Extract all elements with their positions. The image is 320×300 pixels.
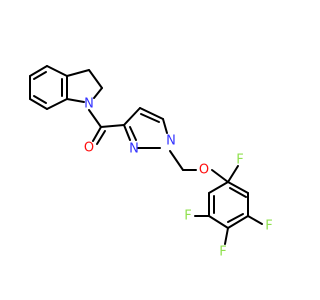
bond — [139, 107, 164, 120]
bond — [93, 87, 103, 99]
bond — [66, 98, 85, 103]
bond — [88, 109, 102, 128]
atom-label-f3: F — [219, 245, 226, 260]
atom-label-o2: O — [199, 163, 209, 178]
bond — [208, 215, 229, 229]
bond — [100, 124, 125, 128]
bond — [162, 118, 168, 134]
bond — [227, 165, 239, 183]
atom-label-o1: O — [84, 141, 94, 156]
bond — [33, 95, 47, 104]
bond — [227, 215, 249, 229]
atom-label-f2: F — [265, 219, 272, 234]
bond — [29, 98, 48, 110]
bond — [92, 126, 102, 142]
bond — [227, 213, 244, 223]
bond — [123, 124, 131, 141]
bond — [29, 65, 48, 77]
bond — [66, 69, 90, 77]
canvas-background — [0, 0, 300, 300]
atom-label-n3: N — [129, 142, 139, 157]
bond — [229, 187, 247, 198]
bond — [129, 126, 137, 141]
bond — [96, 130, 106, 145]
bond — [88, 69, 103, 89]
atom-label-f1: F — [236, 153, 243, 168]
atom-label-f4: F — [184, 209, 191, 224]
molecule-structure-diagram: N O N N O F F F F — [0, 0, 300, 300]
bond — [247, 215, 263, 225]
bond — [211, 169, 229, 183]
atom-label-n2: N — [166, 134, 176, 149]
bond — [46, 98, 68, 110]
bond — [33, 71, 47, 80]
bond — [224, 227, 229, 245]
atom-labels: N O N N O F F F F — [84, 97, 273, 260]
bond — [169, 150, 184, 171]
bond — [140, 113, 160, 123]
bond — [123, 107, 141, 126]
bond-lines — [29, 65, 263, 245]
bond — [46, 65, 68, 77]
atom-label-n1: N — [84, 97, 94, 112]
bond — [208, 181, 229, 194]
bond — [227, 181, 249, 194]
